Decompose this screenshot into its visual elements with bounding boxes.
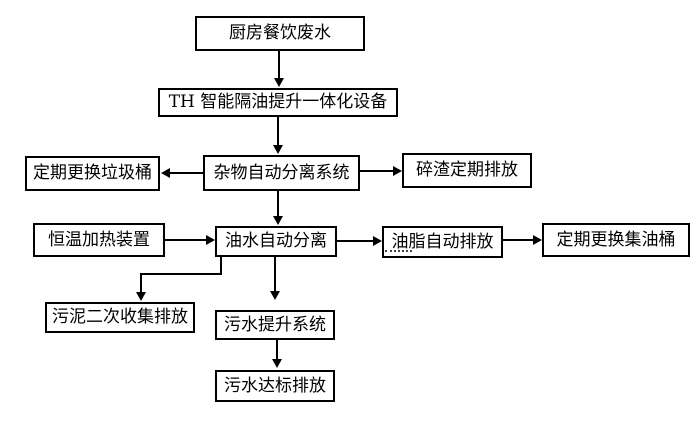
flow-box-oil-water-separation: 油水自动分离	[215, 226, 337, 257]
connector-grease-to-barrel	[503, 239, 533, 241]
flow-box-replace-oil-barrel: 定期更换集油桶	[542, 223, 690, 257]
flow-box-kitchen-wastewater: 厨房餐饮废水	[195, 16, 365, 51]
flow-box-grease-discharge: 油脂自动排放	[382, 226, 503, 258]
connector-heater-to-oilwater	[165, 239, 206, 241]
flow-box-residue-discharge: 碎渣定期排放	[402, 153, 532, 188]
connector-branch-horizontal	[140, 273, 222, 275]
flow-box-sludge-collection: 污泥二次收集排放	[45, 302, 195, 333]
connector-debris-to-oilwater	[277, 191, 279, 217]
arrowhead-icon-head-lift	[270, 291, 280, 300]
connector-debris-to-residue	[360, 170, 393, 172]
connector-oilwater-to-grease	[337, 240, 373, 242]
connector-branch-vertical-bottom	[140, 273, 142, 293]
arrowhead-icon-head-sludge	[136, 292, 146, 301]
connector-branch-vertical-top	[220, 257, 222, 275]
flow-box-th-integrated-device: TH 智能隔油提升一体化设备	[158, 88, 398, 117]
arrowhead-icon-head-barrel	[533, 235, 542, 245]
arrowhead-icon-head-from-heater	[206, 235, 215, 245]
flow-box-heating-device: 恒温加热装置	[33, 223, 165, 257]
flow-box-debris-separation: 杂物自动分离系统	[203, 155, 360, 191]
flow-box-replace-trash-bin: 定期更换垃圾桶	[25, 156, 160, 191]
connector-kitchen-to-device	[278, 51, 280, 79]
arrowhead-icon-head-oilwater	[273, 216, 283, 225]
connector-debris-to-trash	[170, 172, 203, 174]
flow-box-sewage-lift-system: 污水提升系统	[215, 310, 335, 340]
arrowhead-icon-head-device	[274, 78, 284, 87]
connector-device-to-debris	[277, 117, 279, 146]
connector-lift-to-discharge	[276, 340, 278, 360]
connector-oilwater-to-lift	[274, 257, 276, 292]
arrowhead-icon-head-residue	[393, 166, 402, 176]
arrowhead-icon-head-discharge	[272, 359, 282, 368]
arrowhead-icon-head-debris	[273, 145, 283, 154]
grease-spellcheck-dots	[385, 250, 412, 252]
flow-box-sewage-final-discharge: 污水达标排放	[215, 370, 335, 402]
arrowhead-icon-head-trash	[161, 168, 170, 178]
arrowhead-icon-head-grease	[373, 236, 382, 246]
